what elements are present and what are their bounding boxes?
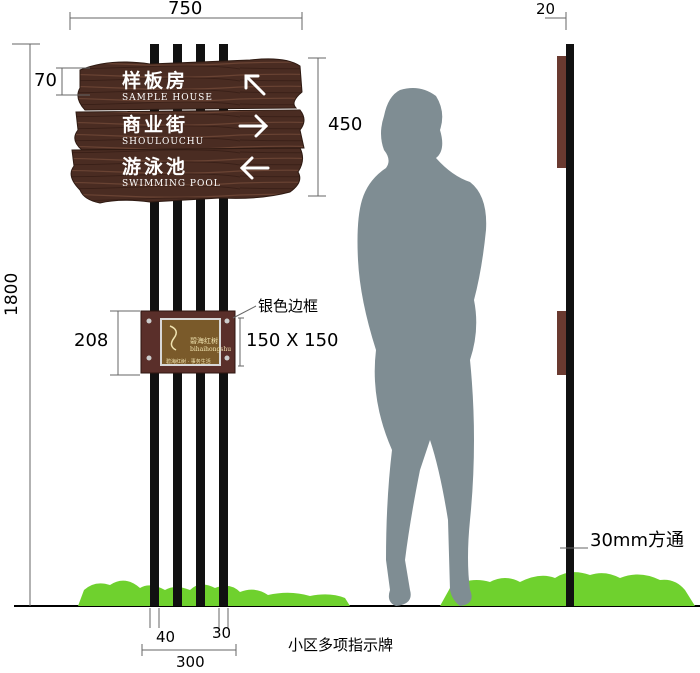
dim-post-width: 40: [156, 628, 176, 646]
plaque-logo-sub: bihaihongshu: [190, 346, 232, 353]
sign-row-1-cn: 样板房: [122, 70, 189, 92]
dim-board-height: 450: [328, 114, 363, 135]
dim-total-height: 1800: [2, 272, 22, 316]
side-tube-label: 30mm方通: [590, 530, 684, 551]
dim-post-gap: 30: [212, 624, 232, 642]
plaque-footer-text: 碧海红树 · 事务生活: [166, 359, 211, 365]
dim-base-width: 300: [176, 653, 205, 671]
plaque: [140, 310, 236, 374]
grass-left: [78, 580, 350, 606]
dim-side-width: 20: [536, 0, 556, 18]
sign-row-2-cn: 商业街: [122, 114, 189, 136]
side-post: [566, 44, 574, 606]
up-left-arrow-icon: [244, 74, 266, 96]
side-board: [557, 56, 566, 168]
right-arrow-icon: [238, 114, 269, 138]
wood-sign-board: [70, 58, 305, 204]
person-silhouette: [357, 88, 487, 606]
sign-row-1-en: SAMPLE HOUSE: [122, 93, 213, 103]
plaque-logo-text: 碧海红树: [190, 337, 218, 345]
drawing-caption: 小区多项指示牌: [288, 636, 394, 654]
sign-row-3-cn: 游泳池: [122, 156, 189, 178]
left-arrow-icon: [239, 156, 270, 180]
dim-board-row: 70: [34, 70, 57, 91]
plaque-size-label: 150 X 150: [246, 330, 339, 351]
dim-plaque-height: 208: [74, 330, 109, 351]
dimension-lines: [12, 12, 588, 656]
sign-row-2-en: SHOULOUCHU: [122, 137, 205, 147]
side-plaque: [557, 311, 566, 375]
dim-total-width: 750: [168, 0, 203, 19]
plaque-frame-label: 银色边框: [258, 297, 319, 315]
sign-row-3-en: SWIMMING POOL: [122, 179, 221, 189]
